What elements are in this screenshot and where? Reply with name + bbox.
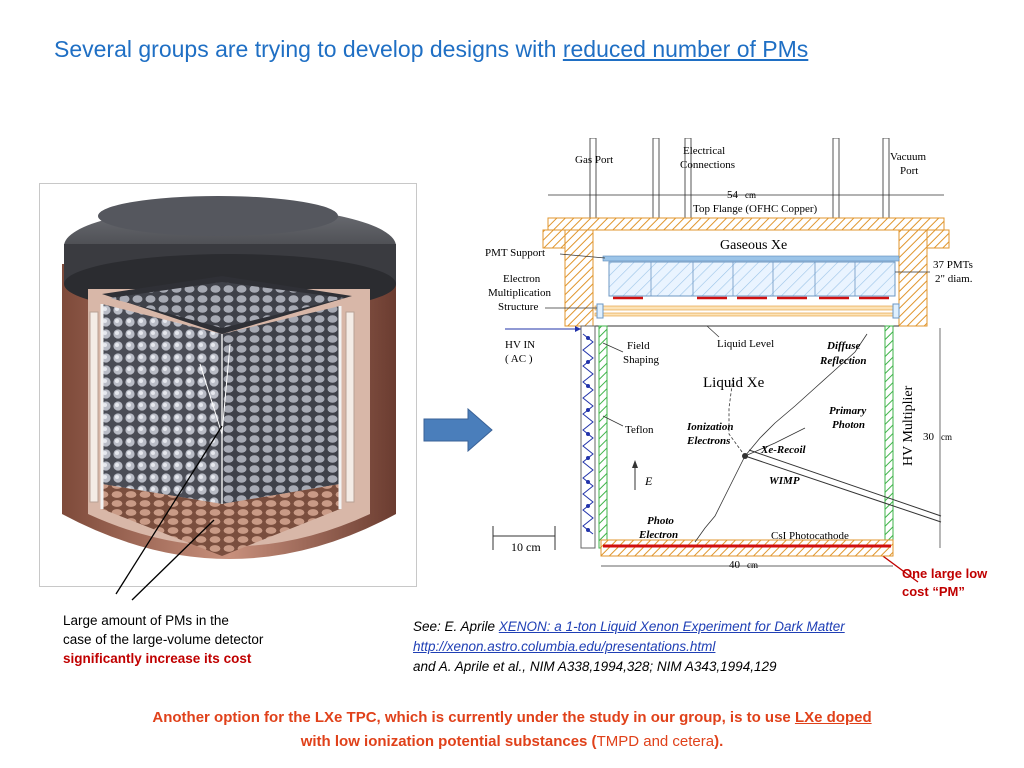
label-pmts-1: 37 PMTs [933, 259, 973, 271]
label-primary-1: Primary [829, 405, 866, 417]
label-dim-30: 30 [923, 431, 935, 443]
left-caption-line2: case of the large-volume detector [63, 632, 264, 647]
label-dim-30-unit: cm [941, 432, 952, 442]
detector-drawing [62, 196, 396, 559]
label-e-field: E [644, 474, 653, 488]
title-text: Several groups are trying to develop des… [54, 36, 563, 62]
bottom-part1: Another option for the LXe TPC, which is… [152, 709, 795, 726]
label-dim-54-unit: cm [745, 190, 756, 200]
one-large-pm-label: One large low cost “PM” [902, 565, 987, 601]
bottom-statement: Another option for the LXe TPC, which is… [40, 706, 984, 754]
label-electron-3: Structure [498, 301, 538, 313]
label-electrical-1: Electrical [683, 145, 725, 157]
left-caption-line3: significantly increase its cost [63, 651, 252, 666]
label-electrical-2: Connections [680, 159, 735, 171]
ref-see: See: E. Aprile [413, 619, 499, 634]
label-photo-2: Electron [638, 529, 678, 541]
label-csi: CsI Photocathode [771, 530, 849, 542]
label-ionization-1: Ionization [686, 421, 733, 433]
label-vacuum-2: Port [900, 165, 918, 177]
label-dim-40-unit: cm [747, 560, 758, 570]
label-xe-recoil: Xe-Recoil [760, 444, 807, 456]
references: See: E. Aprile XENON: a 1-ton Liquid Xen… [413, 617, 845, 677]
slide-title: Several groups are trying to develop des… [54, 36, 808, 63]
bottom-link: LXe doped [794, 709, 872, 726]
label-photo-1: Photo [647, 515, 674, 527]
label-electron-1: Electron [503, 273, 541, 285]
label-teflon: Teflon [625, 424, 654, 436]
label-hv-multiplier: HV Multiplier [901, 385, 916, 466]
label-scale: 10 cm [511, 540, 541, 554]
left-caption: Large amount of PMs in the case of the l… [63, 611, 263, 668]
detector-image [39, 183, 417, 587]
one-large-pm-line1: One large low [902, 566, 988, 581]
left-caption-line1: Large amount of PMs in the [63, 613, 229, 628]
label-ionization-2: Electrons [686, 435, 730, 447]
label-liquid-level: Liquid Level [717, 338, 774, 350]
label-gas-port: Gas Port [575, 154, 613, 166]
label-wimp: WIMP [769, 475, 800, 487]
ref-link-url[interactable]: http://xenon.astro.columbia.edu/presenta… [413, 639, 716, 654]
tpc-schematic: Gas Port Electrical Connections Vacuum P… [485, 138, 973, 571]
bottom-part3: ). [714, 733, 724, 750]
label-primary-2: Photon [832, 419, 865, 431]
label-field-2: Shaping [623, 354, 660, 366]
title-link: reduced number of PMs [562, 36, 809, 62]
label-dim-40: 40 [729, 559, 741, 571]
label-hv-in-2: ( AC ) [505, 353, 533, 365]
one-large-pm-line2: cost “PM” [902, 584, 965, 599]
label-field-1: Field [627, 340, 650, 352]
label-top-flange: Top Flange (OFHC Copper) [693, 203, 818, 215]
ref-line3: and A. Aprile et al., NIM A338,1994,328;… [413, 659, 777, 674]
ref-link-xenon[interactable]: XENON: a 1-ton Liquid Xenon Experiment f… [498, 619, 845, 634]
label-diffuse-2: Reflection [819, 355, 866, 367]
label-hv-in-1: HV IN [505, 339, 535, 351]
right-arrow-icon [423, 408, 493, 452]
bottom-plain: TMPD and cetera [596, 733, 715, 750]
label-electron-2: Multiplication [488, 287, 551, 299]
label-vacuum-1: Vacuum [890, 151, 926, 163]
label-gaseous-xe: Gaseous Xe [720, 238, 787, 253]
label-pmts-2: 2" diam. [935, 273, 973, 285]
label-dim-54: 54 [727, 189, 739, 201]
label-diffuse-1: Diffuse [826, 340, 861, 352]
label-liquid-xe: Liquid Xe [703, 375, 765, 391]
label-pmt-support: PMT Support [485, 247, 545, 259]
bottom-part2: with low ionization potential substances… [300, 733, 597, 750]
